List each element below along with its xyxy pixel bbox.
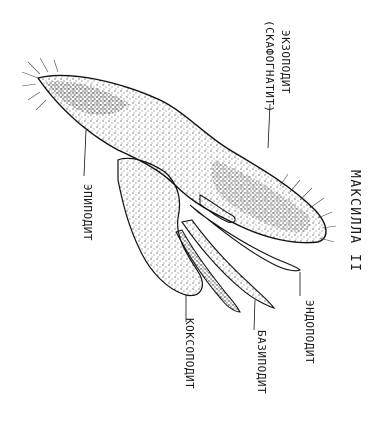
figure-title: МАКСИЛЛА II bbox=[347, 170, 362, 273]
label-epipodite: ЭПИПОДИТ bbox=[81, 184, 94, 241]
label-basipodite: БАЗИПОДИТ bbox=[255, 330, 268, 394]
label-coxopodite: КОКСОПОДИТ bbox=[183, 318, 196, 389]
label-scaphognathite: (СКАФОГНАТИТ) bbox=[263, 20, 276, 113]
label-exopodite: ЭКЗОПОДИТ bbox=[279, 30, 292, 94]
label-endopodite: ЭНДОПОДИТ bbox=[303, 300, 316, 364]
